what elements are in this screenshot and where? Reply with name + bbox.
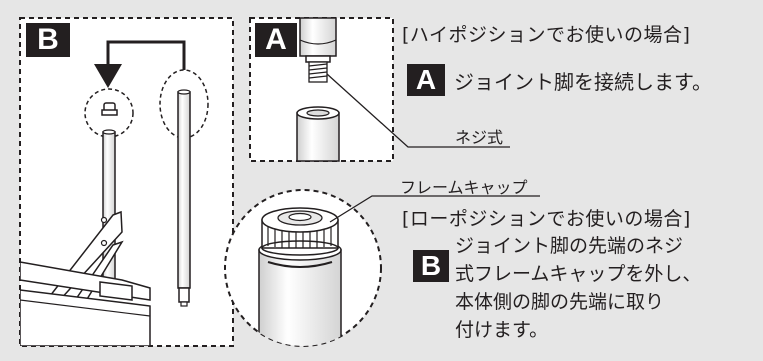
step-b-badge: B <box>413 250 449 282</box>
panel-a-label: A <box>255 23 297 57</box>
panel-a-drawing <box>296 17 340 162</box>
frame-cap-leader-line <box>329 195 540 223</box>
move-arrow <box>106 40 186 70</box>
low-position-line-4: 付けます。 <box>455 319 549 341</box>
screw-type-label: ネジ式 <box>455 128 504 147</box>
frame-cap-label: フレームキャップ <box>400 178 528 197</box>
low-position-heading: [ローポジションでお使いの場合] <box>402 208 691 230</box>
panel-b-drawing <box>20 40 209 346</box>
panel-b-label: B <box>26 23 70 57</box>
high-position-heading: [ハイポジションでお使いの場合] <box>402 24 691 46</box>
low-position-line-1: ジョイント脚の先端のネジ <box>455 235 684 257</box>
high-position-instruction: ジョイント脚を接続します。 <box>454 70 712 94</box>
step-a-badge: A <box>407 64 445 96</box>
low-position-line-3: 本体側の脚の先端に取り <box>455 291 665 313</box>
low-position-instruction: ジョイント脚の先端のネジ 式フレームキャップを外し、 本体側の脚の先端に取り 付… <box>455 232 763 344</box>
joint-leg-rod <box>177 91 191 289</box>
magnified-cap-drawing <box>258 207 342 346</box>
screw-leader-line <box>326 73 510 148</box>
arrow-head <box>94 64 122 88</box>
low-position-line-2: 式フレームキャップを外し、 <box>455 263 702 285</box>
